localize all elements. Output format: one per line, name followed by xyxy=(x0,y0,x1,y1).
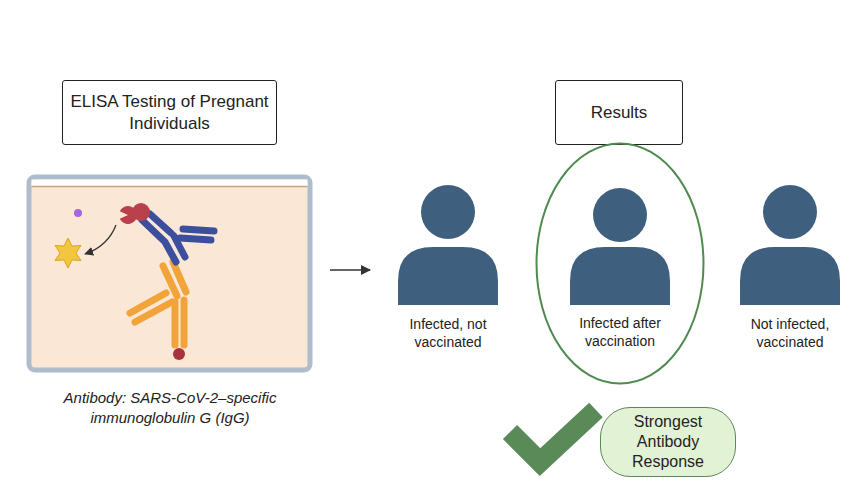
person-icon xyxy=(735,185,845,310)
check-mark xyxy=(510,410,596,462)
caption-text: Antibody: SARS-CoV-2–specific immunoglob… xyxy=(20,388,320,428)
title-box: Results xyxy=(555,80,683,145)
elisa-well xyxy=(29,177,310,370)
capture-antibody xyxy=(130,262,186,345)
highlight-ellipse: Infected after vaccination xyxy=(535,142,705,385)
text-block: Infected after vaccination xyxy=(565,314,675,350)
text-block: Not infected, vaccinated xyxy=(735,315,845,351)
person-group: Not infected, vaccinated xyxy=(735,185,845,355)
detection-antibody xyxy=(142,214,214,262)
person-icon xyxy=(570,188,670,305)
node-text: ELISA Testing of Pregnant Individuals xyxy=(69,91,270,135)
enzyme-pacman xyxy=(120,206,137,224)
result-badge: Strongest Antibody Response xyxy=(600,407,736,477)
text-block: Strongest Antibody Response xyxy=(601,408,735,476)
flow-arrow xyxy=(330,269,370,271)
text-block: Results xyxy=(556,81,682,144)
node-text: Not infected, vaccinated xyxy=(735,315,845,351)
signal-star xyxy=(55,238,81,268)
text-block: Infected, not vaccinated xyxy=(393,315,503,351)
reaction-arrow xyxy=(85,225,116,254)
text-block: ELISA Testing of Pregnant Individuals xyxy=(63,81,276,144)
substrate-dot xyxy=(74,209,82,217)
node-text: Infected after vaccination xyxy=(565,314,675,350)
person-group: Infected, not vaccinated xyxy=(393,185,503,355)
plate-anchor xyxy=(173,348,185,360)
person-icon xyxy=(393,185,503,310)
node-text: Strongest Antibody Response xyxy=(607,412,729,472)
node-text: Infected, not vaccinated xyxy=(393,315,503,351)
node-text: Results xyxy=(591,102,648,124)
title-box: ELISA Testing of Pregnant Individuals xyxy=(62,80,277,145)
